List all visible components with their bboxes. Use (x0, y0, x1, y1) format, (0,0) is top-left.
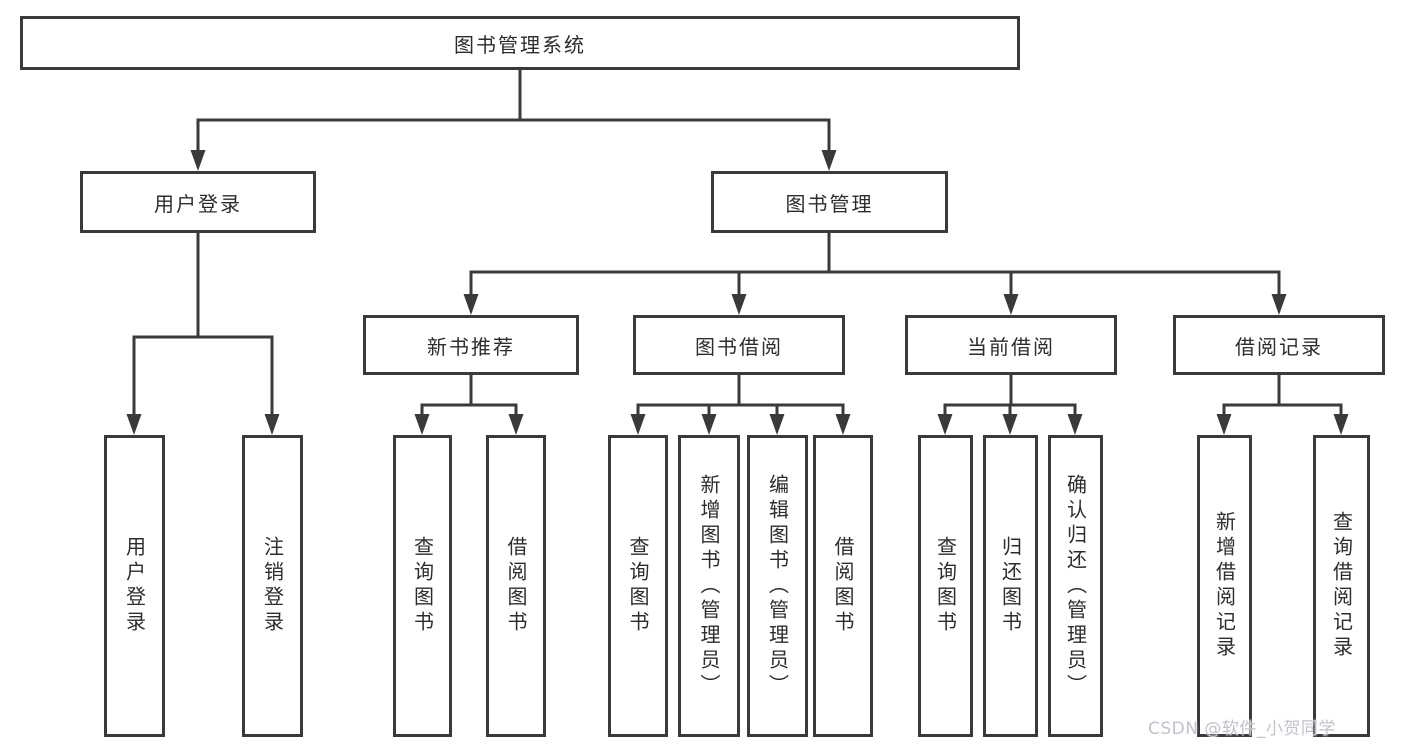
connector-new-book-recommend-to-leaves (414, 373, 524, 435)
leaf-logout: 注销登录 (242, 435, 303, 737)
leaf-query-borrow-record-label: 查询借阅记录 (1329, 511, 1354, 661)
node-new-book-recommend-label: 新书推荐 (427, 334, 515, 359)
node-book-management-label: 图书管理 (785, 191, 874, 216)
connector-root-to-level2 (190, 68, 837, 171)
leaf-borrow-books: 借阅图书 (813, 435, 873, 737)
leaf-logout-label: 注销登录 (260, 536, 285, 636)
leaf-borrow-books-recommend-label: 借阅图书 (504, 536, 528, 636)
connector-user-login-to-leaves (126, 231, 280, 435)
connector-book-borrow-to-leaves (630, 373, 851, 435)
leaf-confirm-return-admin-label: 确认归还（管理员） (1063, 473, 1088, 699)
node-user-login: 用户登录 (80, 171, 316, 233)
leaf-return-books: 归还图书 (983, 435, 1038, 737)
node-library-management-system-label: 图书管理系统 (454, 32, 586, 57)
leaf-query-borrow-record: 查询借阅记录 (1313, 435, 1370, 737)
node-current-borrow-label: 当前借阅 (967, 334, 1055, 359)
connector-book-management-to-level3 (463, 231, 1287, 315)
leaf-query-books-current-label: 查询图书 (933, 536, 958, 636)
node-book-management: 图书管理 (711, 171, 948, 233)
csdn-watermark: CSDN @软件_小贺同学 (1148, 719, 1336, 739)
leaf-edit-book-admin: 编辑图书（管理员） (747, 435, 808, 737)
leaf-user-login-label: 用户登录 (122, 536, 147, 636)
leaf-add-book-admin-label: 新增图书（管理员） (697, 473, 721, 699)
node-current-borrow: 当前借阅 (905, 315, 1117, 375)
leaf-query-books-recommend-label: 查询图书 (410, 536, 435, 636)
leaf-add-book-admin: 新增图书（管理员） (678, 435, 740, 737)
leaf-edit-book-admin-label: 编辑图书（管理员） (765, 473, 790, 699)
leaf-query-books-borrow: 查询图书 (608, 435, 668, 737)
leaf-query-books-recommend: 查询图书 (393, 435, 452, 737)
node-borrow-records-label: 借阅记录 (1235, 334, 1323, 359)
leaf-add-borrow-record-label: 新增借阅记录 (1212, 511, 1237, 661)
node-borrow-records: 借阅记录 (1173, 315, 1385, 375)
node-library-management-system: 图书管理系统 (20, 16, 1020, 70)
leaf-user-login: 用户登录 (104, 435, 165, 737)
connector-borrow-records-to-leaves (1216, 373, 1349, 435)
leaf-borrow-books-recommend: 借阅图书 (486, 435, 546, 737)
connector-current-borrow-to-leaves (937, 373, 1083, 435)
leaf-query-books-borrow-label: 查询图书 (626, 536, 650, 636)
leaf-return-books-label: 归还图书 (998, 536, 1023, 636)
node-user-login-label: 用户登录 (154, 191, 242, 216)
leaf-borrow-books-label: 借阅图书 (831, 536, 855, 636)
leaf-add-borrow-record: 新增借阅记录 (1197, 435, 1252, 737)
leaf-query-books-current: 查询图书 (918, 435, 973, 737)
node-book-borrow: 图书借阅 (633, 315, 845, 375)
node-new-book-recommend: 新书推荐 (363, 315, 579, 375)
node-book-borrow-label: 图书借阅 (695, 334, 783, 359)
leaf-confirm-return-admin: 确认归还（管理员） (1048, 435, 1103, 737)
